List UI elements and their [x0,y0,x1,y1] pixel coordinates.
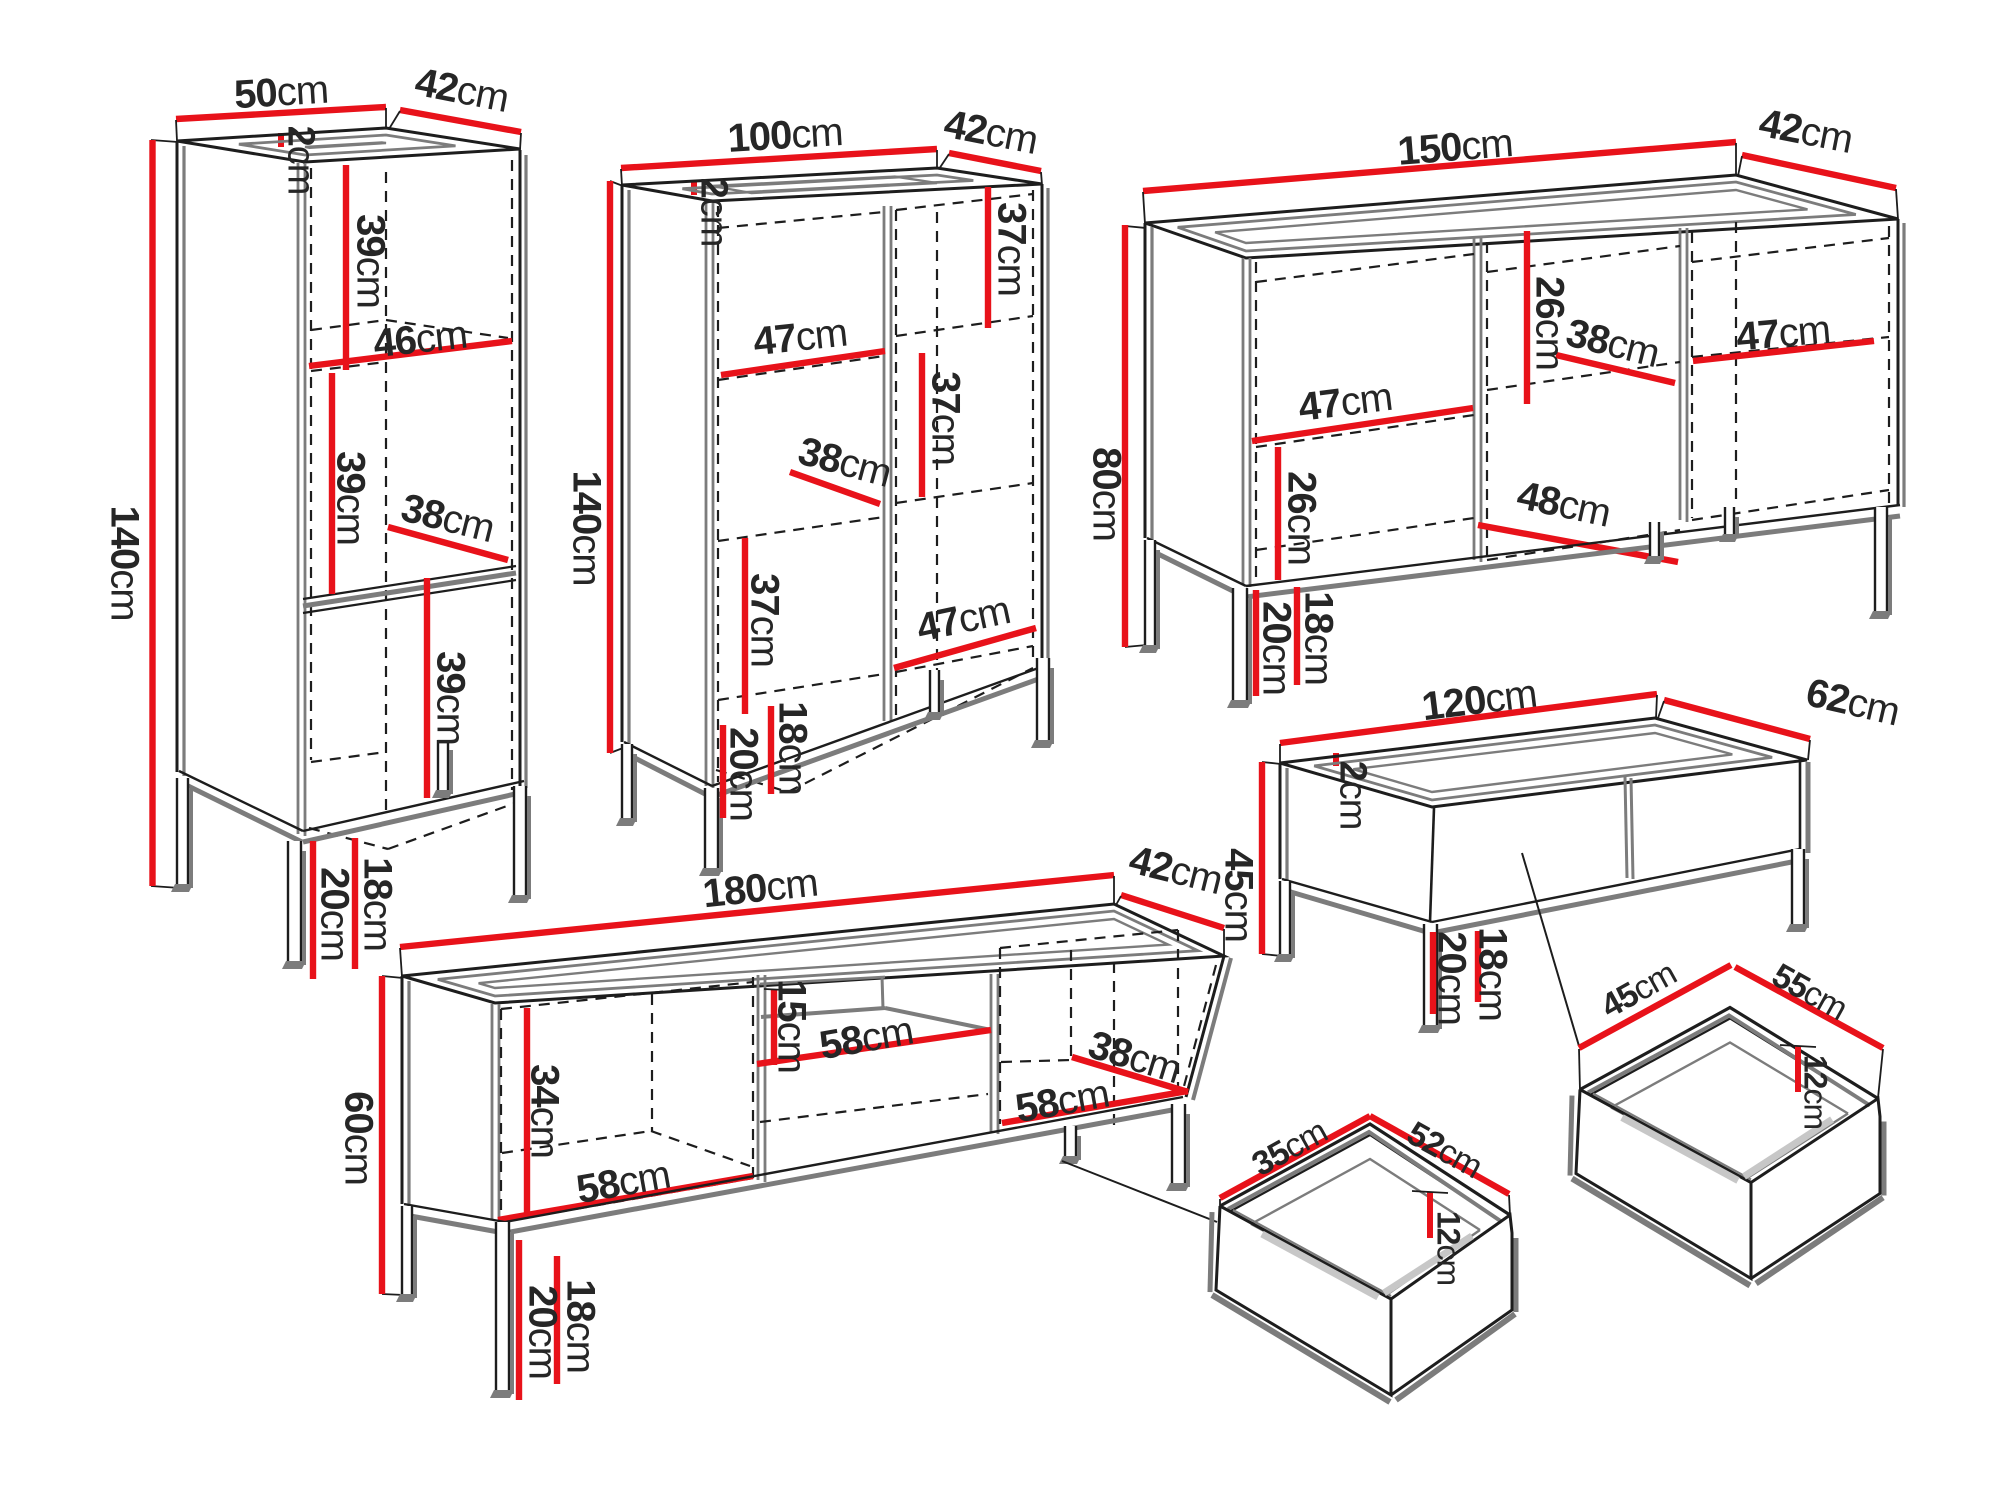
svg-text:26cm: 26cm [1280,471,1324,565]
svg-text:18cm: 18cm [1471,927,1515,1021]
svg-text:20cm: 20cm [722,727,766,821]
svg-text:39cm: 39cm [429,651,473,745]
svg-text:42cm: 42cm [1755,101,1855,162]
svg-text:100cm: 100cm [726,110,844,161]
svg-text:47cm: 47cm [913,588,1014,651]
svg-text:50cm: 50cm [233,68,329,118]
svg-text:39cm: 39cm [329,451,373,545]
svg-text:37cm: 37cm [924,371,968,465]
svg-text:47cm: 47cm [1296,375,1394,430]
svg-text:2cm: 2cm [279,126,321,195]
svg-text:47cm: 47cm [751,311,849,365]
svg-text:20cm: 20cm [521,1285,565,1379]
svg-text:45cm: 45cm [1217,848,1261,942]
svg-text:47cm: 47cm [1734,307,1831,359]
svg-text:20cm: 20cm [313,867,357,961]
svg-text:37cm: 37cm [743,573,787,667]
svg-text:15cm: 15cm [770,979,814,1073]
svg-text:12cm: 12cm [1431,1211,1467,1285]
svg-text:120cm: 120cm [1419,672,1539,730]
svg-text:2cm: 2cm [1331,761,1373,830]
svg-text:42cm: 42cm [940,102,1040,163]
svg-text:140cm: 140cm [103,505,147,620]
svg-text:60cm: 60cm [337,1091,381,1185]
svg-text:180cm: 180cm [701,860,820,916]
svg-text:26cm: 26cm [1528,276,1572,370]
svg-text:18cm: 18cm [771,701,815,795]
svg-text:58cm: 58cm [1012,1072,1112,1132]
svg-text:42cm: 42cm [411,60,511,121]
svg-text:18cm: 18cm [559,1279,603,1373]
svg-text:46cm: 46cm [371,313,469,367]
svg-text:20cm: 20cm [1430,931,1474,1025]
svg-text:34cm: 34cm [523,1064,567,1158]
svg-text:20cm: 20cm [1255,601,1299,695]
svg-text:37cm: 37cm [990,202,1034,296]
svg-text:12cm: 12cm [1798,1055,1834,1129]
svg-text:18cm: 18cm [1297,591,1341,685]
svg-text:150cm: 150cm [1396,121,1514,174]
svg-text:62cm: 62cm [1802,670,1903,734]
svg-text:58cm: 58cm [816,1009,916,1069]
svg-text:140cm: 140cm [565,470,609,585]
svg-text:2cm: 2cm [692,178,734,247]
svg-text:39cm: 39cm [349,214,393,308]
svg-text:48cm: 48cm [1513,473,1614,536]
svg-text:18cm: 18cm [356,857,400,951]
svg-text:58cm: 58cm [573,1153,673,1213]
svg-text:80cm: 80cm [1085,447,1129,541]
